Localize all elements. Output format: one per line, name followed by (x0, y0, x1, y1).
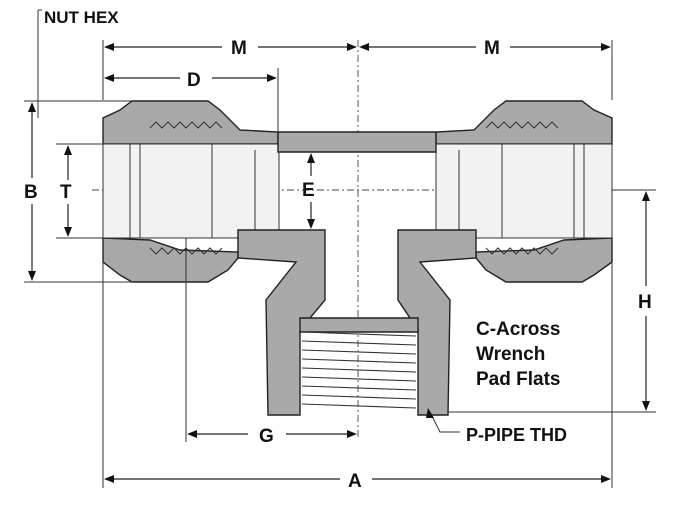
m-right-label: M (484, 38, 500, 59)
right-nut-bottom (475, 237, 613, 283)
g-label: G (259, 426, 274, 447)
body-top-bar (277, 131, 437, 153)
arrow (642, 191, 650, 201)
p-pipe-label: P-PIPE THD (466, 425, 567, 445)
arrow (104, 74, 114, 82)
b-label: B (24, 182, 38, 203)
arrow (642, 401, 650, 411)
arrow (601, 43, 611, 51)
right-tube-bore (435, 143, 613, 239)
pipe-thread (301, 331, 417, 409)
c-across-line1: C-Across (476, 319, 560, 340)
a-label: A (348, 471, 362, 492)
h-label: H (638, 292, 652, 313)
left-nut-top (102, 100, 279, 145)
arrow (187, 430, 197, 438)
arrow (267, 74, 277, 82)
arrow (307, 153, 315, 163)
nut-hex-label: NUT HEX (44, 8, 119, 27)
arrow (28, 102, 36, 112)
c-across-line3: Pad Flats (476, 369, 560, 390)
arrow (601, 475, 611, 483)
body-branch-right (397, 229, 477, 416)
right-nut-top (435, 100, 613, 145)
arrow (28, 271, 36, 281)
arrow (307, 219, 315, 229)
d-label: D (187, 70, 201, 91)
arrow (426, 408, 434, 418)
arrow (104, 43, 114, 51)
arrow (347, 43, 357, 51)
left-tube-bore (102, 143, 280, 239)
m-left-label: M (231, 38, 247, 59)
e-label: E (302, 180, 315, 201)
left-nut-bottom (102, 237, 239, 283)
body-branch-throat (299, 317, 419, 333)
arrow (104, 475, 114, 483)
t-label: T (60, 182, 72, 203)
nut-threads (149, 121, 559, 255)
arrow (64, 227, 72, 237)
arrow (347, 430, 357, 438)
p-pipe-leader (429, 411, 460, 433)
c-across-line2: Wrench (476, 344, 545, 365)
arrow (64, 145, 72, 155)
arrow (359, 43, 369, 51)
body-branch-left (237, 229, 326, 416)
